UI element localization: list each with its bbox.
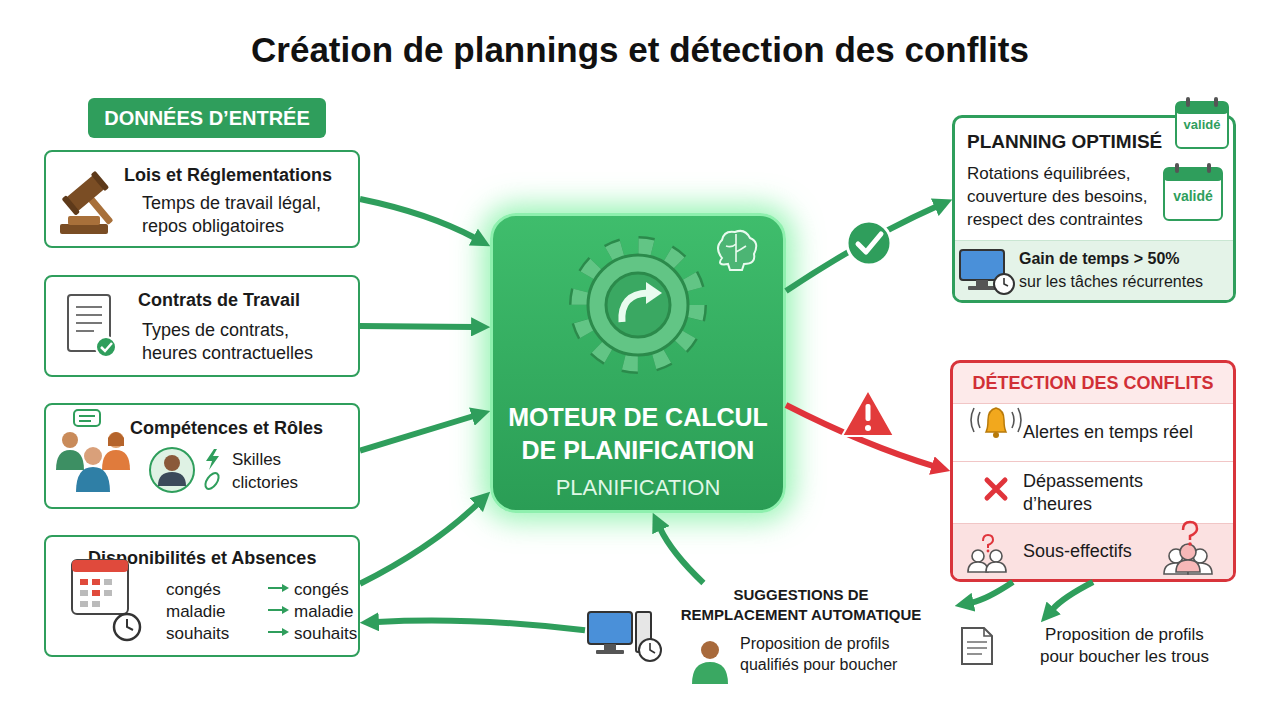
node-text: DONNÉES D’ENTRÉE [88, 98, 326, 138]
node-text: Compétences et Rôles [130, 417, 323, 440]
node-text: PLANIFICATION [493, 474, 783, 502]
node-text: Dépassements d’heures [1023, 470, 1173, 516]
conflict-row: Sous-effectifs [953, 523, 1233, 579]
node-text: Proposition de profils qualifiés pour bo… [740, 633, 940, 675]
check-badge [847, 221, 891, 265]
flow-arrow [377, 620, 585, 630]
node-text: Skilles [232, 449, 281, 471]
computer-icon [588, 612, 661, 661]
input-box: Lois et RéglementationsTemps de travail … [44, 150, 360, 248]
conflict-row: Alertes en temps réel [953, 403, 1233, 461]
flow-arrow [360, 504, 478, 584]
flow-arrow [360, 199, 475, 238]
input-box: Contrats de TravailTypes de contrats, he… [44, 275, 360, 377]
flow-arrow [786, 207, 937, 292]
suggestion-block: SUGGESTIONS DE REMPLACEMENT AUTOMATIQUE P… [585, 583, 955, 688]
node-text: souhaits [166, 623, 229, 645]
node-text: DÉTECTION DES CONFLITS [953, 363, 1233, 403]
node-text: Contrats de Travail [138, 289, 300, 312]
document-icon [962, 628, 992, 664]
node-text: Proposition de profils pour boucher les … [1032, 624, 1217, 668]
flow-arrow [1052, 582, 1093, 609]
flow-arrow [660, 528, 703, 583]
warning-icon [842, 390, 894, 436]
node-text: Sous-effectifs [1023, 540, 1132, 563]
node-text: congés [294, 579, 349, 601]
conflict-row: Dépassements d’heures [953, 461, 1233, 523]
node-text: SUGGESTIONS DE REMPLACEMENT AUTOMATIQUE [670, 585, 932, 625]
flow-arrow [360, 416, 474, 451]
input-box: Disponibilités et Absencescongéscongésma… [44, 535, 360, 657]
calendar-label: validé [1164, 188, 1222, 205]
input-box: Compétences et RôlesSkillesclictories [44, 403, 360, 509]
section-badge: DONNÉES D’ENTRÉE [88, 98, 326, 138]
person-icon [692, 641, 728, 684]
flow-arrow [972, 582, 1013, 603]
node-text: Temps de travail légal, repos obligatoir… [142, 192, 342, 238]
node-text: Disponibilités et Absences [88, 547, 316, 570]
node-text: Types de contrats, heures contractuelles [142, 319, 327, 365]
node-text: Lois et Réglementations [124, 164, 332, 187]
flow-arrow [360, 323, 473, 330]
node-text: PLANNING OPTIMISÉ [967, 130, 1162, 154]
proposal-block: Proposition de profils pour boucher les … [1020, 622, 1230, 678]
gain-band: Gain de temps > 50% sur les tâches récurr… [955, 240, 1233, 300]
result-box: PLANNING OPTIMISÉ Rotations équilibrées, … [952, 115, 1236, 303]
flow-arrow [786, 405, 934, 466]
node-text: maladie [166, 601, 226, 623]
node-text: Rotations équilibrées, couverture des be… [967, 162, 1162, 231]
node-text: clictories [232, 472, 298, 494]
diagram-title: Création de plannings et détection des c… [0, 28, 1280, 72]
node-text: maladie [294, 601, 354, 623]
calendar-label: validé [1176, 117, 1228, 133]
node-text: souhaits [294, 623, 357, 645]
node-text: congés [166, 579, 221, 601]
conflict-box: DÉTECTION DES CONFLITS Alertes en temps r… [950, 360, 1236, 582]
node-text: Gain de temps > 50% [1019, 249, 1180, 269]
engine-box: MOTEUR DE CALCUL DE PLANIFICATION PLANIFI… [490, 213, 786, 513]
node-text: Alertes en temps réel [1023, 421, 1193, 444]
node-text: MOTEUR DE CALCUL DE PLANIFICATION [498, 401, 778, 467]
node-text: sur les tâches récurrentes [1019, 272, 1203, 292]
